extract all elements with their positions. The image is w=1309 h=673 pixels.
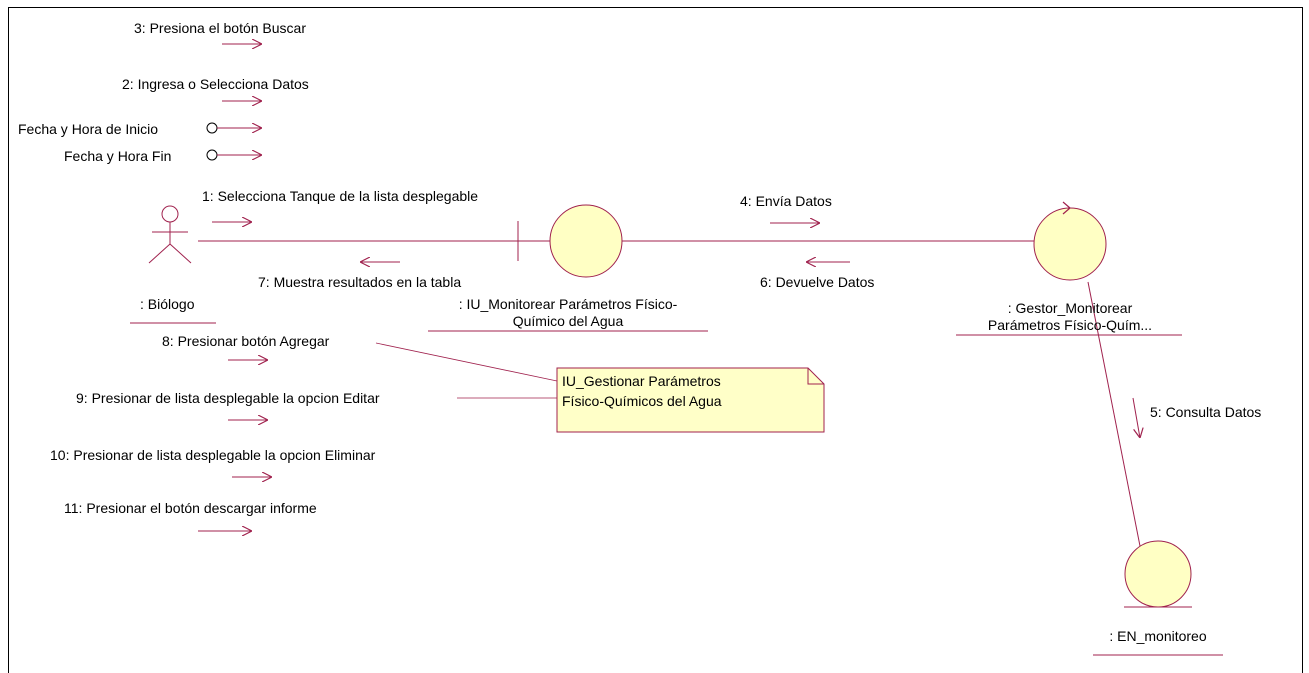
note-box[interactable] [556,367,825,433]
message-8-label: 8: Presionar botón Agregar [162,333,330,349]
message-5-label: 5: Consulta Datos [1150,404,1262,420]
note-anchor-m8 [375,342,558,382]
dataflow-end-circle [206,149,218,161]
control-object[interactable] [1033,201,1107,281]
message-9-label: 9: Presionar de lista desplegable la opc… [76,390,380,406]
message-11-label: 11: Presionar el botón descargar informe [64,500,317,516]
boundary-name-line2: Químico del Agua [512,313,624,329]
message-10-label: 10: Presionar de lista desplegable la op… [50,447,376,463]
note-text: IU_Gestionar Parámetros Físico-Químicos … [562,371,722,411]
message-6-label: 6: Devuelve Datos [760,274,875,290]
note-line-2: Físico-Químicos del Agua [562,393,722,409]
dataflow-end-label: Fecha y Hora Fin [64,148,172,164]
actor-name: : Biólogo [140,296,195,312]
note-line-1: IU_Gestionar Parámetros [562,373,721,389]
message-7-label: 7: Muestra resultados en la tabla [258,274,462,290]
dataflow-start-label: Fecha y Hora de Inicio [18,121,159,137]
control-name-line1: : Gestor_Monitorear [1007,300,1133,316]
control-name-line2: Parámetros Físico-Quím... [987,317,1153,333]
actor-biologo[interactable] [148,205,192,264]
message-4-label: 4: Envía Datos [740,193,832,209]
boundary-object[interactable] [517,204,623,278]
arrow-m5 [1132,397,1140,438]
dataflow-start-circle [206,122,218,134]
message-1-label: 1: Selecciona Tanque de la lista despleg… [202,188,479,204]
message-3-label: 3: Presiona el botón Buscar [134,20,306,36]
entity-object[interactable] [1124,540,1192,608]
message-2-label: 2: Ingresa o Selecciona Datos [122,76,309,92]
boundary-name-line1: : IU_Monitorear Parámetros Físico- [458,296,678,312]
entity-name: : EN_monitoreo [1109,628,1207,644]
